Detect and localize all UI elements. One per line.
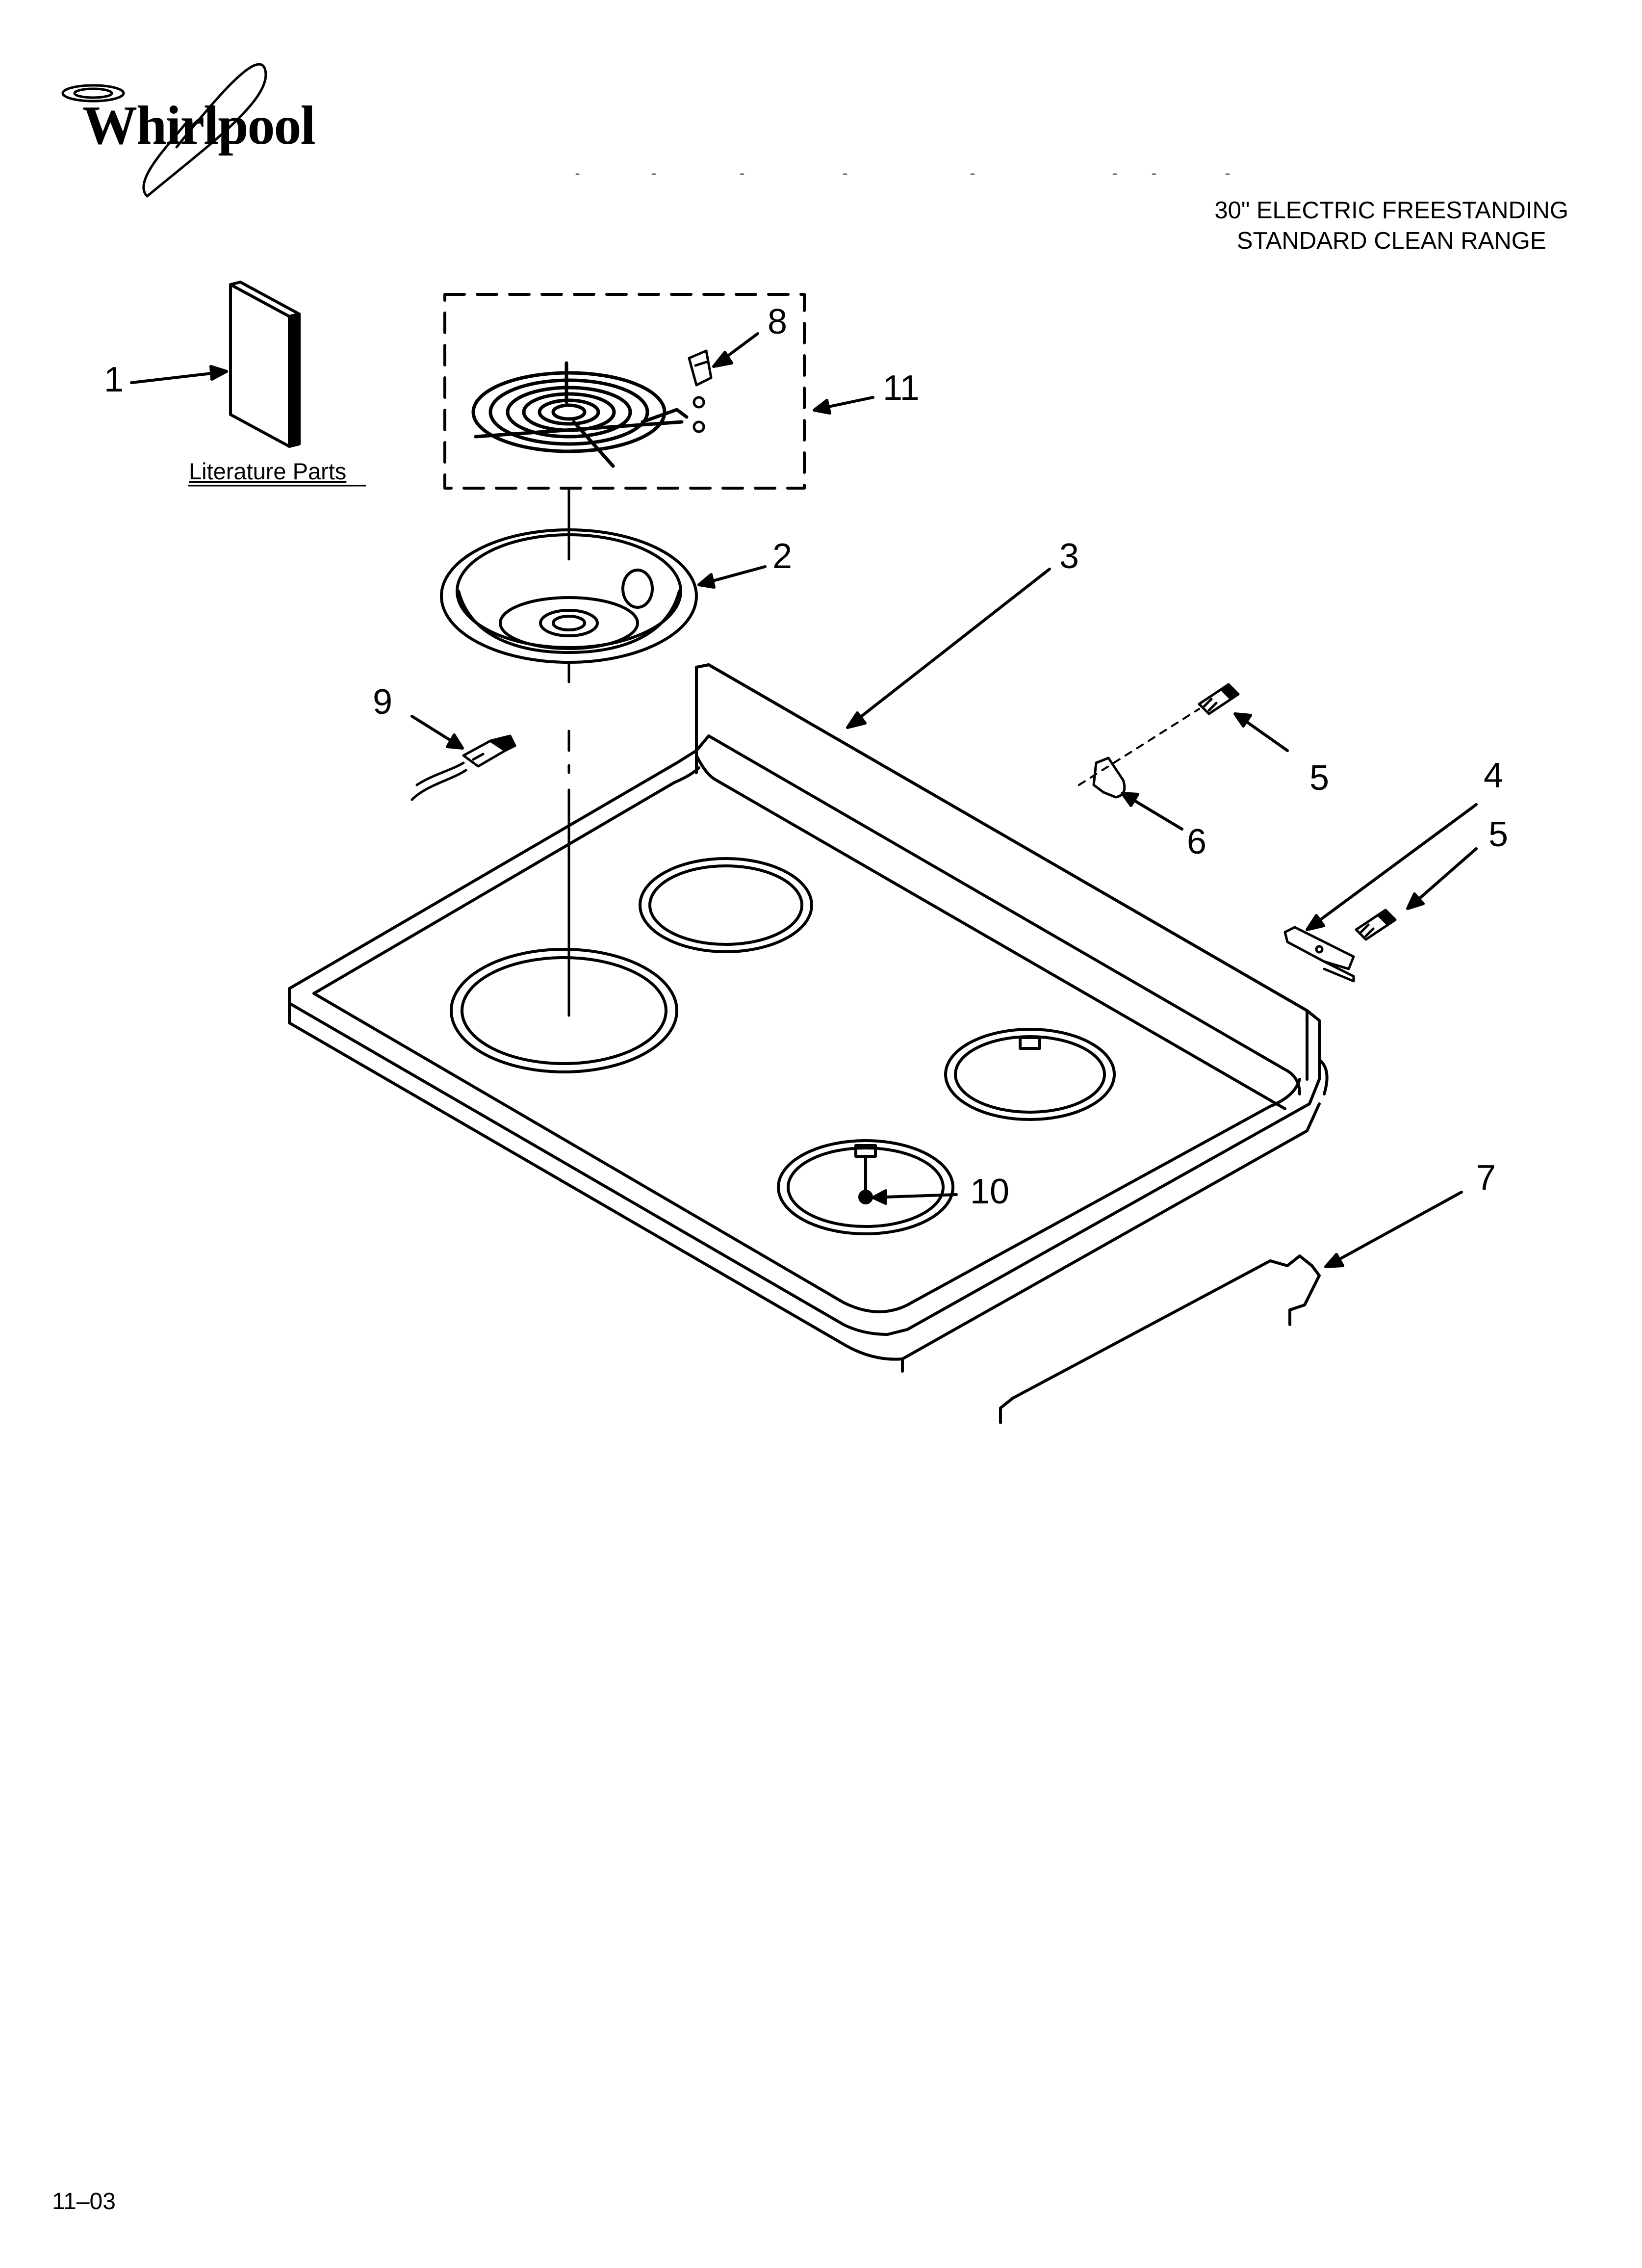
callout-4: 4 (1484, 756, 1504, 795)
leader-5-upper (1233, 712, 1289, 752)
element-kit-box (443, 293, 806, 490)
screw-upper (1198, 683, 1240, 715)
callout-11: 11 (883, 368, 920, 408)
brand-logo: Whirlpool (82, 95, 316, 156)
leader-10 (872, 1189, 958, 1205)
callout-7: 7 (1476, 1158, 1496, 1198)
callout-8: 8 (768, 302, 788, 341)
leader-6 (1121, 792, 1183, 831)
leader-5-lower (1406, 847, 1478, 910)
leader-9 (410, 715, 464, 750)
literature-parts-label: Literature Parts (189, 458, 347, 484)
callout-2: 2 (772, 537, 793, 576)
wire-connector (410, 734, 516, 801)
mounting-bracket (1283, 926, 1355, 983)
callout-6: 6 (1187, 822, 1207, 861)
leader-4 (1306, 803, 1478, 931)
burner-opening-front-left (450, 948, 678, 1073)
callout-5-upper: 5 (1309, 758, 1330, 798)
whirlpool-swirl-logo (61, 63, 267, 198)
terminal-clip (688, 349, 713, 433)
surface-element-coil (471, 361, 689, 468)
retaining-clip (1092, 756, 1126, 799)
leader-1 (130, 365, 228, 384)
literature-booklet (229, 281, 301, 448)
callout-10: 10 (970, 1172, 1010, 1211)
burner-opening-rear-right (944, 1028, 1116, 1121)
support-rod (999, 1254, 1321, 1424)
callout-3: 3 (1059, 537, 1079, 576)
burner-opening-rear-left (639, 857, 813, 953)
callout-9: 9 (373, 682, 393, 722)
date-code: 11–03 (52, 2189, 116, 2215)
leader-11 (813, 396, 874, 415)
callout-1: 1 (104, 360, 124, 399)
leader-2 (697, 565, 767, 589)
cooktop-main-top (288, 663, 1329, 1373)
leader-8 (712, 332, 759, 368)
page-title: 30" ELECTRIC FREESTANDING STANDARD CLEAN… (1214, 195, 1568, 256)
callout-5-lower: 5 (1488, 815, 1509, 854)
title-line-1: 30" ELECTRIC FREESTANDING (1214, 197, 1568, 224)
leader-7 (1324, 1191, 1463, 1268)
burner-opening-front-right (777, 1139, 954, 1235)
leader-3 (846, 568, 1051, 729)
screw-lower (1355, 909, 1397, 941)
title-line-2: STANDARD CLEAN RANGE (1236, 228, 1546, 254)
screw-path-upper (1078, 708, 1200, 786)
